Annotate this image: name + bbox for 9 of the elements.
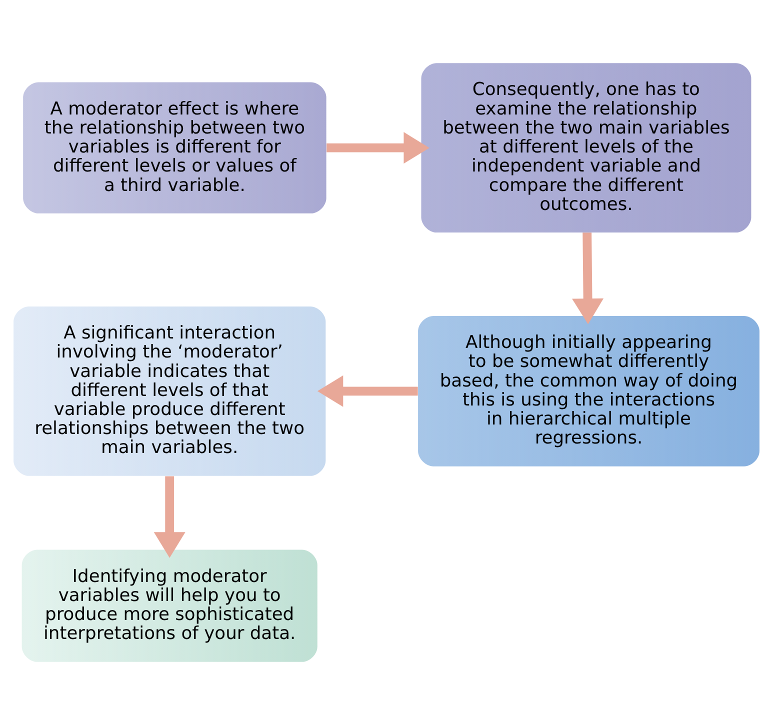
node-box: Identifying moderator variables will help you to produce more sophisticated interpretations of your data. xyxy=(22,550,318,662)
node-box: A moderator effect is where the relationship between two variables is different for different levels or values of a third variable. xyxy=(23,82,326,214)
arrow xyxy=(572,232,604,324)
node-box: A significant interaction involving the ‘moderator’ variable indicates that different levels of that variable produce different relationships between the two main variables. xyxy=(14,306,326,476)
arrow xyxy=(154,476,186,558)
arrow xyxy=(317,375,418,407)
arrow xyxy=(326,132,430,164)
node-box: Consequently, one has to examine the relationship between the two main variables at different levels of the independent variable and compare the different outcomes. xyxy=(421,63,752,233)
node-box: Although initially appearing to be somewhat differently based, the common way of doing this is using the interactions in hierarchical multiple regressions. xyxy=(418,316,760,466)
